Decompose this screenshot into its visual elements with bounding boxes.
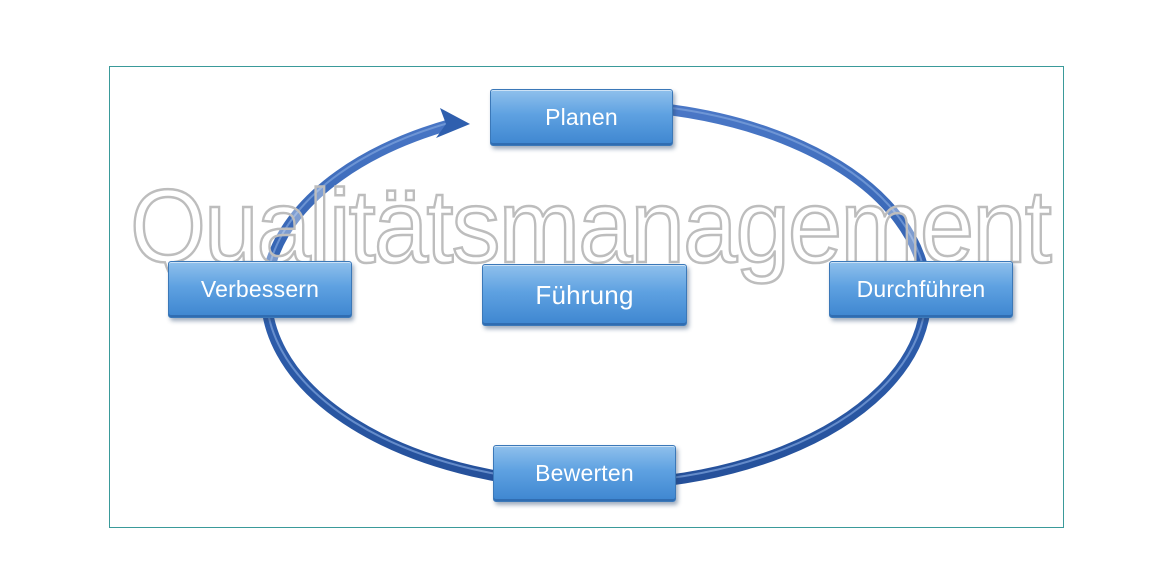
- cycle-step-check: Bewerten: [493, 445, 676, 502]
- center-leadership: Führung: [482, 264, 687, 326]
- cycle-step-plan: Planen: [490, 89, 673, 146]
- cycle-step-act: Verbessern: [168, 261, 352, 318]
- cycle-step-do: Durchführen: [829, 261, 1013, 318]
- cycle-arrowhead: [436, 108, 470, 138]
